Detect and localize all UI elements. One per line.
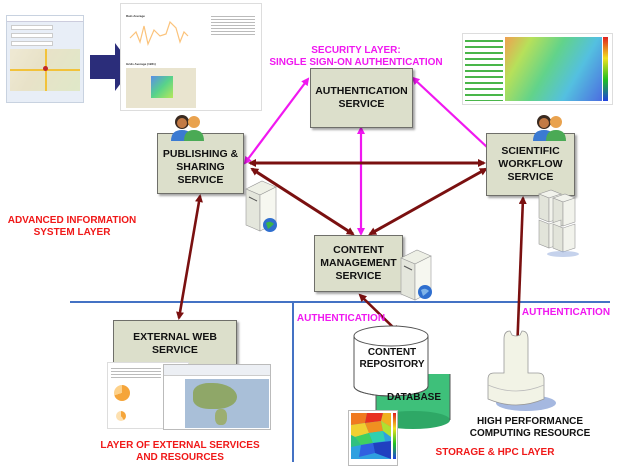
auth-label-right: AUTHENTICATION (521, 307, 611, 318)
content-management-service-box[interactable]: CONTENT MANAGEMENT SERVICE (314, 235, 403, 292)
database-cylinder-icon (353, 325, 451, 429)
users-icon (171, 115, 204, 141)
hpc-resource-label: HIGH PERFORMANCE COMPUTING RESOURCE (469, 416, 591, 439)
users-icon (533, 115, 566, 141)
web-server-icon (245, 180, 277, 232)
database-label: DATABASE (386, 392, 442, 403)
external-web-service-label: EXTERNAL WEB SERVICE (133, 331, 217, 356)
content-management-label: CONTENT MANAGEMENT SERVICE (320, 244, 397, 282)
auth-arrow-publishing (243, 77, 310, 165)
security-layer-label: SECURITY LAYER: SINGLE SIGN-ON AUTHENTIC… (269, 45, 443, 68)
hpc-resource-icon (487, 330, 556, 411)
auth-label-left: AUTHENTICATION (296, 313, 386, 324)
external-layer-label: LAYER OF EXTERNAL SERVICES AND RESOURCES (100, 440, 260, 463)
authentication-service-label: AUTHENTICATION SERVICE (315, 85, 408, 110)
data-arrow-publishing-content (250, 167, 355, 236)
thumbnail-world-map (163, 364, 271, 430)
thumbnail-rain-average: Rain Average Grids Average (1961) (120, 3, 262, 111)
data-arrow-scientific-content (368, 167, 488, 236)
scientific-service-label: SCIENTIFIC WORKFLOW SERVICE (498, 145, 563, 183)
web-server-icon (400, 249, 432, 301)
thumbnail-voronoi (348, 410, 398, 466)
content-repository-label: CONTENT REPOSITORY (359, 347, 425, 370)
storage-layer-label: STORAGE & HPC LAYER (435, 447, 555, 458)
server-cluster-icon (538, 189, 579, 257)
thumbnail-input-form (6, 15, 84, 103)
advanced-layer-label: ADVANCED INFORMATION SYSTEM LAYER (7, 215, 137, 238)
data-arrow-publishing-external (176, 194, 203, 320)
publishing-service-label: PUBLISHING & SHARING SERVICE (162, 148, 239, 186)
publishing-sharing-service-box[interactable]: PUBLISHING & SHARING SERVICE (157, 133, 244, 194)
authentication-service-box[interactable]: AUTHENTICATION SERVICE (310, 68, 413, 128)
scientific-workflow-service-box[interactable]: SCIENTIFIC WORKFLOW SERVICE (486, 133, 575, 196)
thumbnail-workflow-map (462, 33, 613, 105)
